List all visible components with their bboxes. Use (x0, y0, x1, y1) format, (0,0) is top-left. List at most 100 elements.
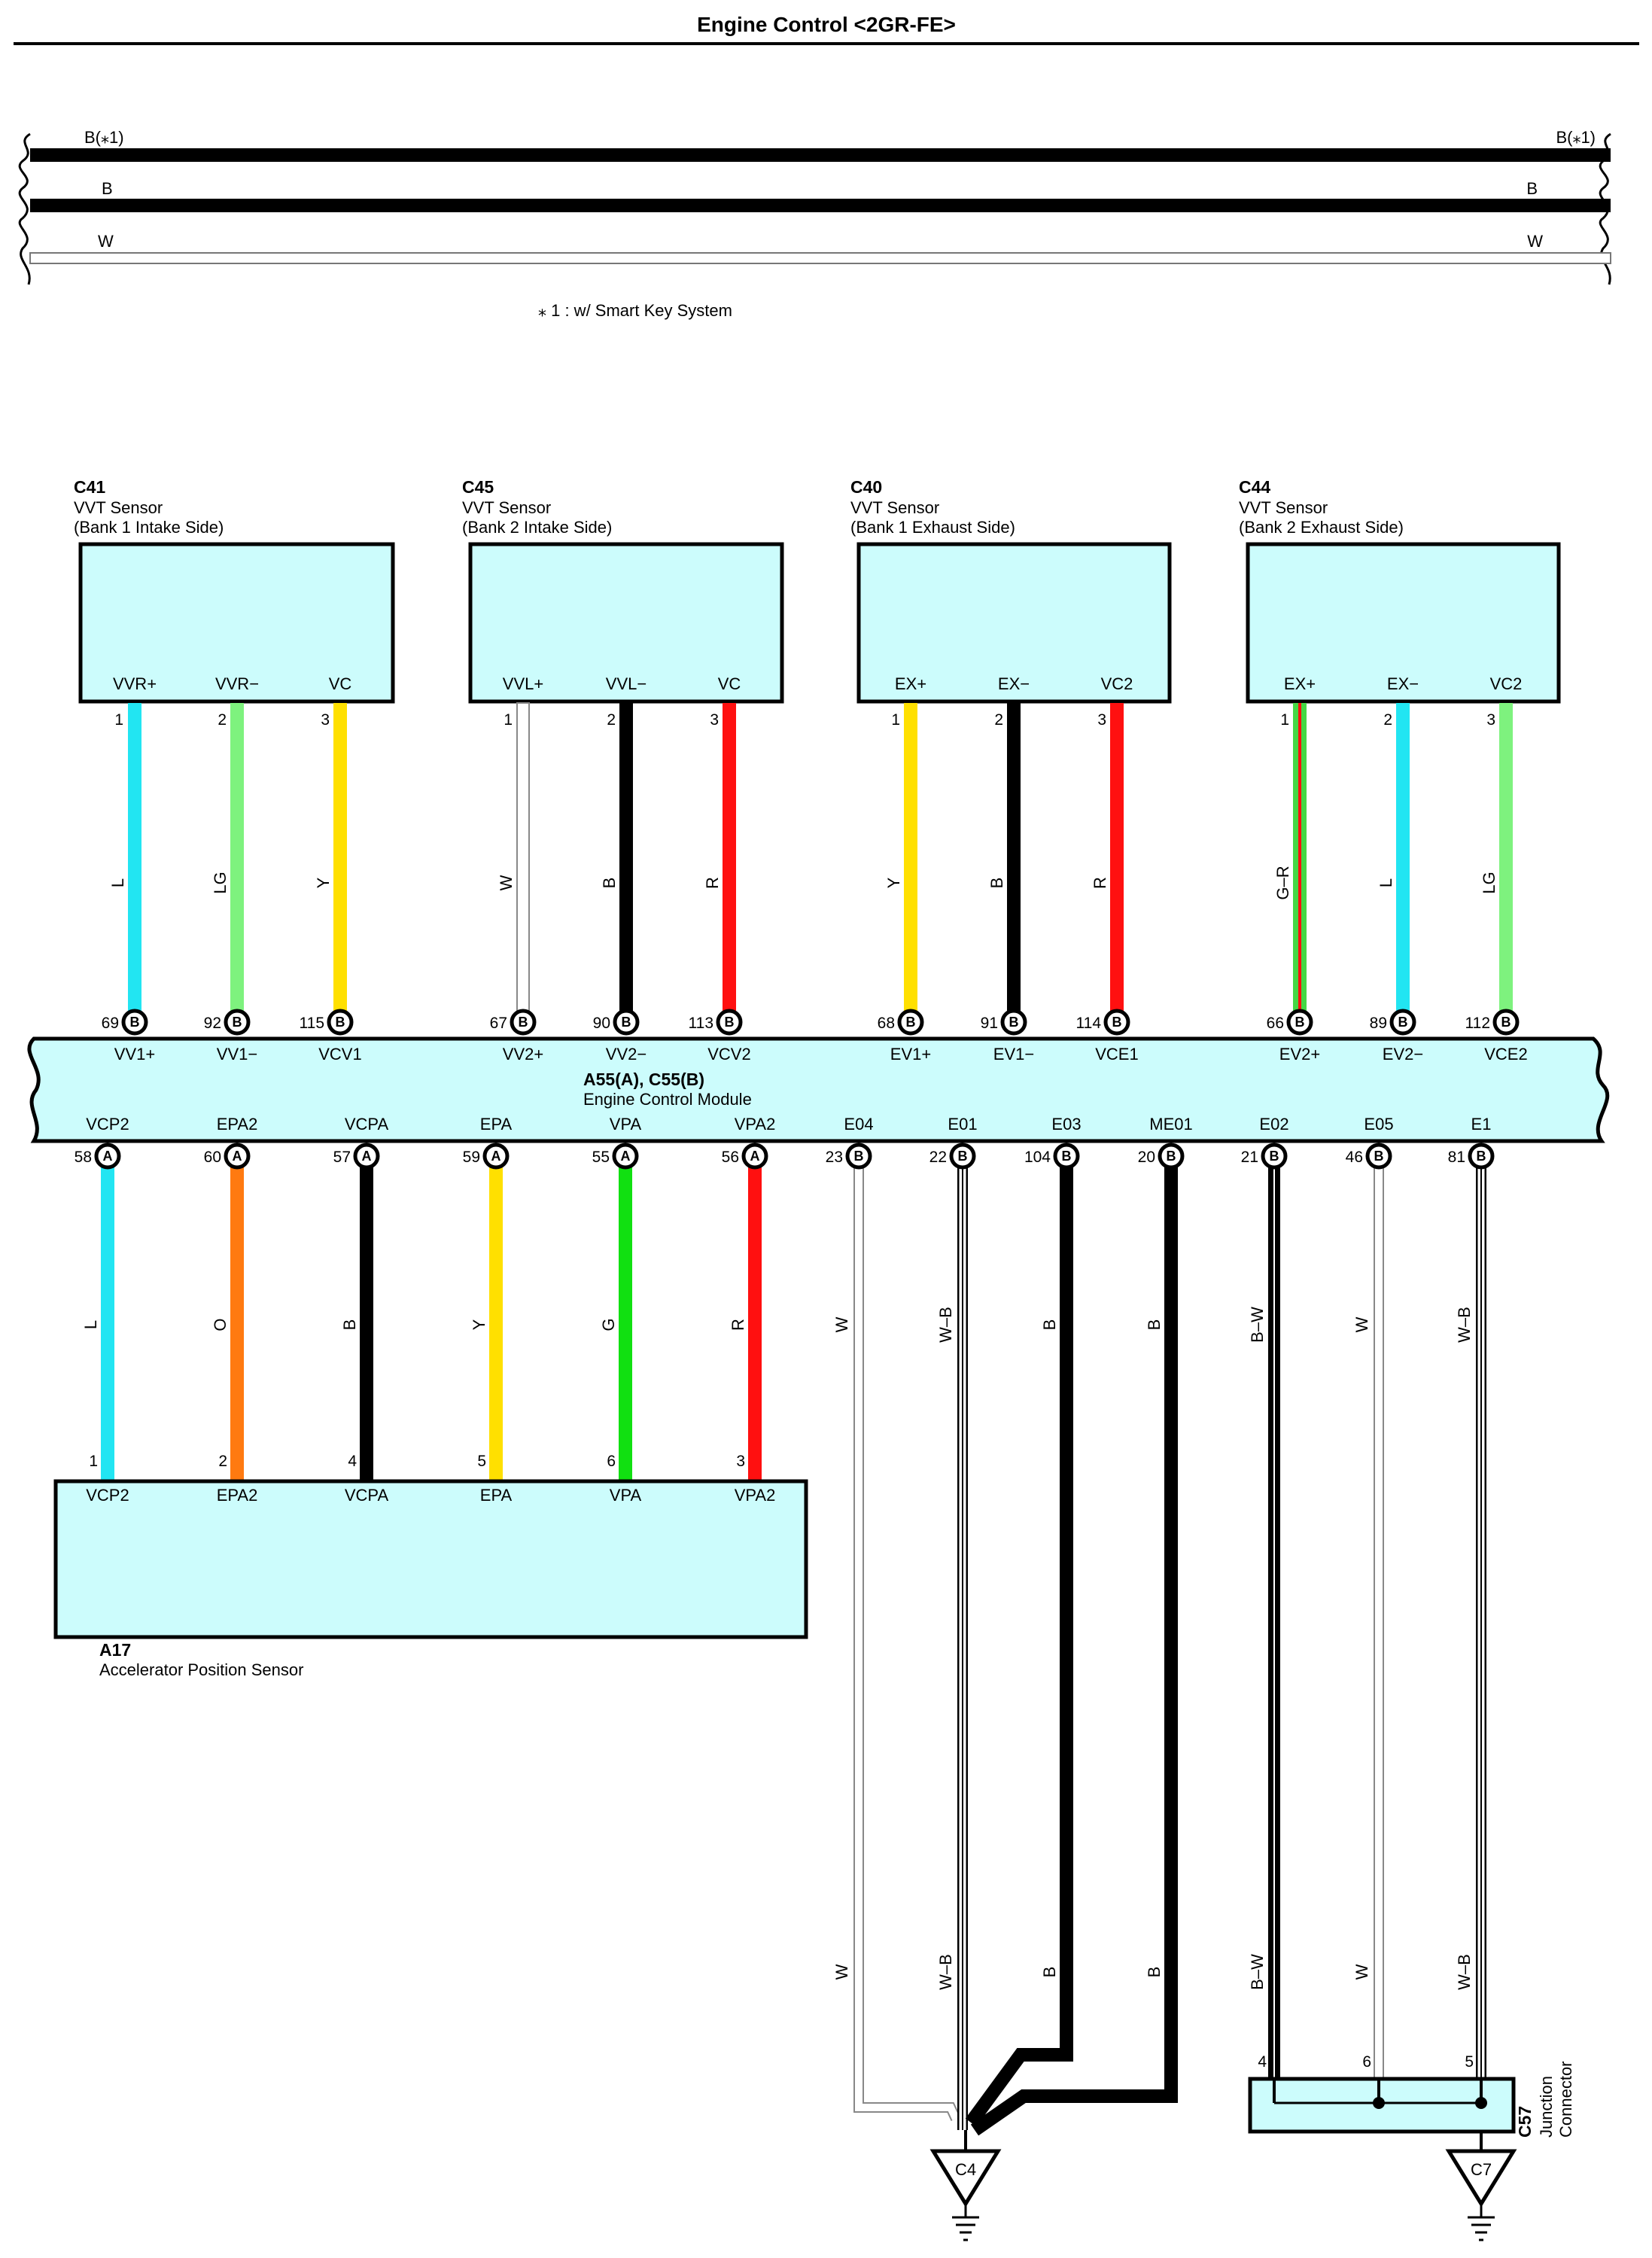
ecm-pin-label: E02 (1259, 1115, 1288, 1134)
sensor-id: C44 (1239, 477, 1270, 497)
wire-color-label: LG (211, 872, 230, 893)
connector-marker: B (1389, 1009, 1416, 1036)
ecm-bottom-pin-numbers: 58 60 57 59 55 56 23 22 104 20 21 46 81 (75, 1149, 1465, 1166)
aps-pin-label: VCP2 (86, 1486, 129, 1505)
ecm-top-connectors: B B B B B B B B B B B B (121, 1009, 1520, 1036)
pin-label: EX− (1387, 674, 1419, 693)
ecm-pin-number: 90 (593, 1015, 610, 1032)
wire-color-label: B–W (1248, 1307, 1267, 1343)
ecm-pin-number: 58 (75, 1149, 92, 1166)
ecm-pin-number: 55 (592, 1149, 610, 1166)
sensor-desc: (Bank 2 Intake Side) (462, 518, 612, 537)
junction-pin-number: 5 (1465, 2053, 1474, 2071)
ecm-pin-label: EV1− (993, 1045, 1034, 1064)
ground-triangle (1445, 2149, 1517, 2208)
ecm-pin-number: 113 (689, 1015, 713, 1032)
wire-c41-pin3 (333, 703, 347, 1022)
connector-letter: B (1501, 1015, 1511, 1030)
sensor-id: C41 (74, 477, 105, 497)
sensor-name: VVT Sensor (74, 498, 163, 517)
wire-color-label: B (1145, 1319, 1164, 1331)
connector-letter: B (906, 1015, 916, 1030)
sensor-c41-box (78, 542, 395, 704)
ecm-pin-number: 20 (1138, 1149, 1155, 1166)
pin-label: VC2 (1101, 674, 1133, 693)
ground-c7: C7 (1445, 2132, 1517, 2241)
ecm-pin-number: 23 (826, 1149, 843, 1166)
connector-letter: B (1062, 1149, 1072, 1164)
connector-letter: A (621, 1149, 631, 1164)
wire-e03 (965, 1156, 1073, 2127)
connector-marker: A (612, 1143, 639, 1170)
connector-marker: B (613, 1009, 640, 1036)
sensor-wire-color-labels: L LG Y W B R Y B R G–R L LG (108, 866, 1498, 899)
pin-label: EX+ (1284, 674, 1316, 693)
wire-color-label: LG (1480, 872, 1498, 893)
aps-pin-numbers: 1 2 4 5 6 3 (89, 1453, 745, 1470)
wire-color-label: R (1091, 877, 1109, 889)
ecm-pin-label: VCP2 (86, 1115, 129, 1134)
connector-marker: A (94, 1143, 121, 1170)
sensor-name: VVT Sensor (1239, 498, 1328, 517)
sensor-c40-header: C40 VVT Sensor (Bank 1 Exhaust Side) (850, 477, 1015, 537)
bus-wire-2 (30, 199, 1611, 212)
connector-letter: A (103, 1149, 113, 1164)
wire-color-label: R (703, 877, 722, 889)
ecm-pin-number: 67 (490, 1015, 507, 1032)
splice-dot (1475, 2097, 1487, 2109)
wire-color-label: W (1352, 1964, 1371, 1980)
connector-marker: B (1053, 1143, 1080, 1170)
pin-number: 1 (114, 711, 123, 729)
bus-wire-3-label-left: W (98, 232, 114, 251)
ecm-pin-label: VCE2 (1484, 1045, 1527, 1064)
wire-me01 (970, 1156, 1178, 2136)
connector-marker: A (482, 1143, 510, 1170)
ecm-pin-label: VPA2 (735, 1115, 776, 1134)
ecm-bottom-connectors: A A A A A A B B B B B B B (94, 1143, 1495, 1170)
wire-color-label: W–B (936, 1307, 955, 1343)
wire-color-label: B–W (1248, 1954, 1267, 1990)
wire-color-label: L (1377, 878, 1395, 887)
wire-color-label: G–R (1273, 866, 1292, 899)
ecm-pin-label: VPA (610, 1115, 642, 1134)
aps-pin-number: 4 (348, 1453, 357, 1470)
ground-id: C4 (955, 2160, 976, 2179)
pin-label: VVR+ (113, 674, 157, 693)
connector-letter: B (1477, 1149, 1486, 1164)
connector-marker: B (1103, 1009, 1130, 1036)
bus-wire-1 (30, 148, 1611, 162)
sensor-c41-header: C41 VVT Sensor (Bank 1 Intake Side) (74, 477, 224, 537)
ecm-pin-number: 115 (300, 1015, 324, 1032)
aps-pin-number: 5 (477, 1453, 486, 1470)
ecm-pin-number: 89 (1370, 1015, 1387, 1032)
aps-box (53, 1479, 808, 1639)
ecm-pin-label: ME01 (1149, 1115, 1192, 1134)
ecm-top-pin-labels: VV1+ VV1− VCV1 VV2+ VV2− VCV2 EV1+ EV1− … (114, 1045, 1528, 1064)
wire-c45-pin3 (723, 703, 736, 1022)
aps-pin-label: EPA2 (217, 1486, 258, 1505)
ecm-pin-label: E1 (1471, 1115, 1492, 1134)
ground-wire-color-labels-lower: W W–B B B B–W W W–B (832, 1954, 1474, 1990)
splice-dot (1373, 2097, 1385, 2109)
wire-e04 (855, 1156, 960, 2121)
pin-number: 2 (607, 711, 616, 729)
pin-number: 1 (891, 711, 900, 729)
ecm-pin-number: 60 (204, 1149, 221, 1166)
wire-c44-pin3 (1499, 703, 1513, 1022)
footnote: ⁎ 1 : w/ Smart Key System (538, 301, 732, 320)
ecm-pin-label: VV2− (606, 1045, 647, 1064)
wire-color-label: Y (884, 877, 903, 888)
connector-letter: B (854, 1149, 864, 1164)
connector-marker: B (716, 1009, 743, 1036)
sensor-wires (128, 702, 1513, 1023)
ecm-box (27, 1036, 1610, 1143)
wire-c41-pin1 (128, 703, 141, 1022)
aps-name: Accelerator Position Sensor (99, 1660, 303, 1679)
connector-letter: B (1295, 1015, 1305, 1030)
ground-id: C7 (1471, 2160, 1492, 2179)
connector-marker: B (224, 1009, 251, 1036)
wire-c44-pin1-stripe (1298, 703, 1301, 1022)
connector-letter: B (1270, 1149, 1279, 1164)
connector-letter: A (750, 1149, 760, 1164)
connector-marker: B (510, 1009, 537, 1036)
